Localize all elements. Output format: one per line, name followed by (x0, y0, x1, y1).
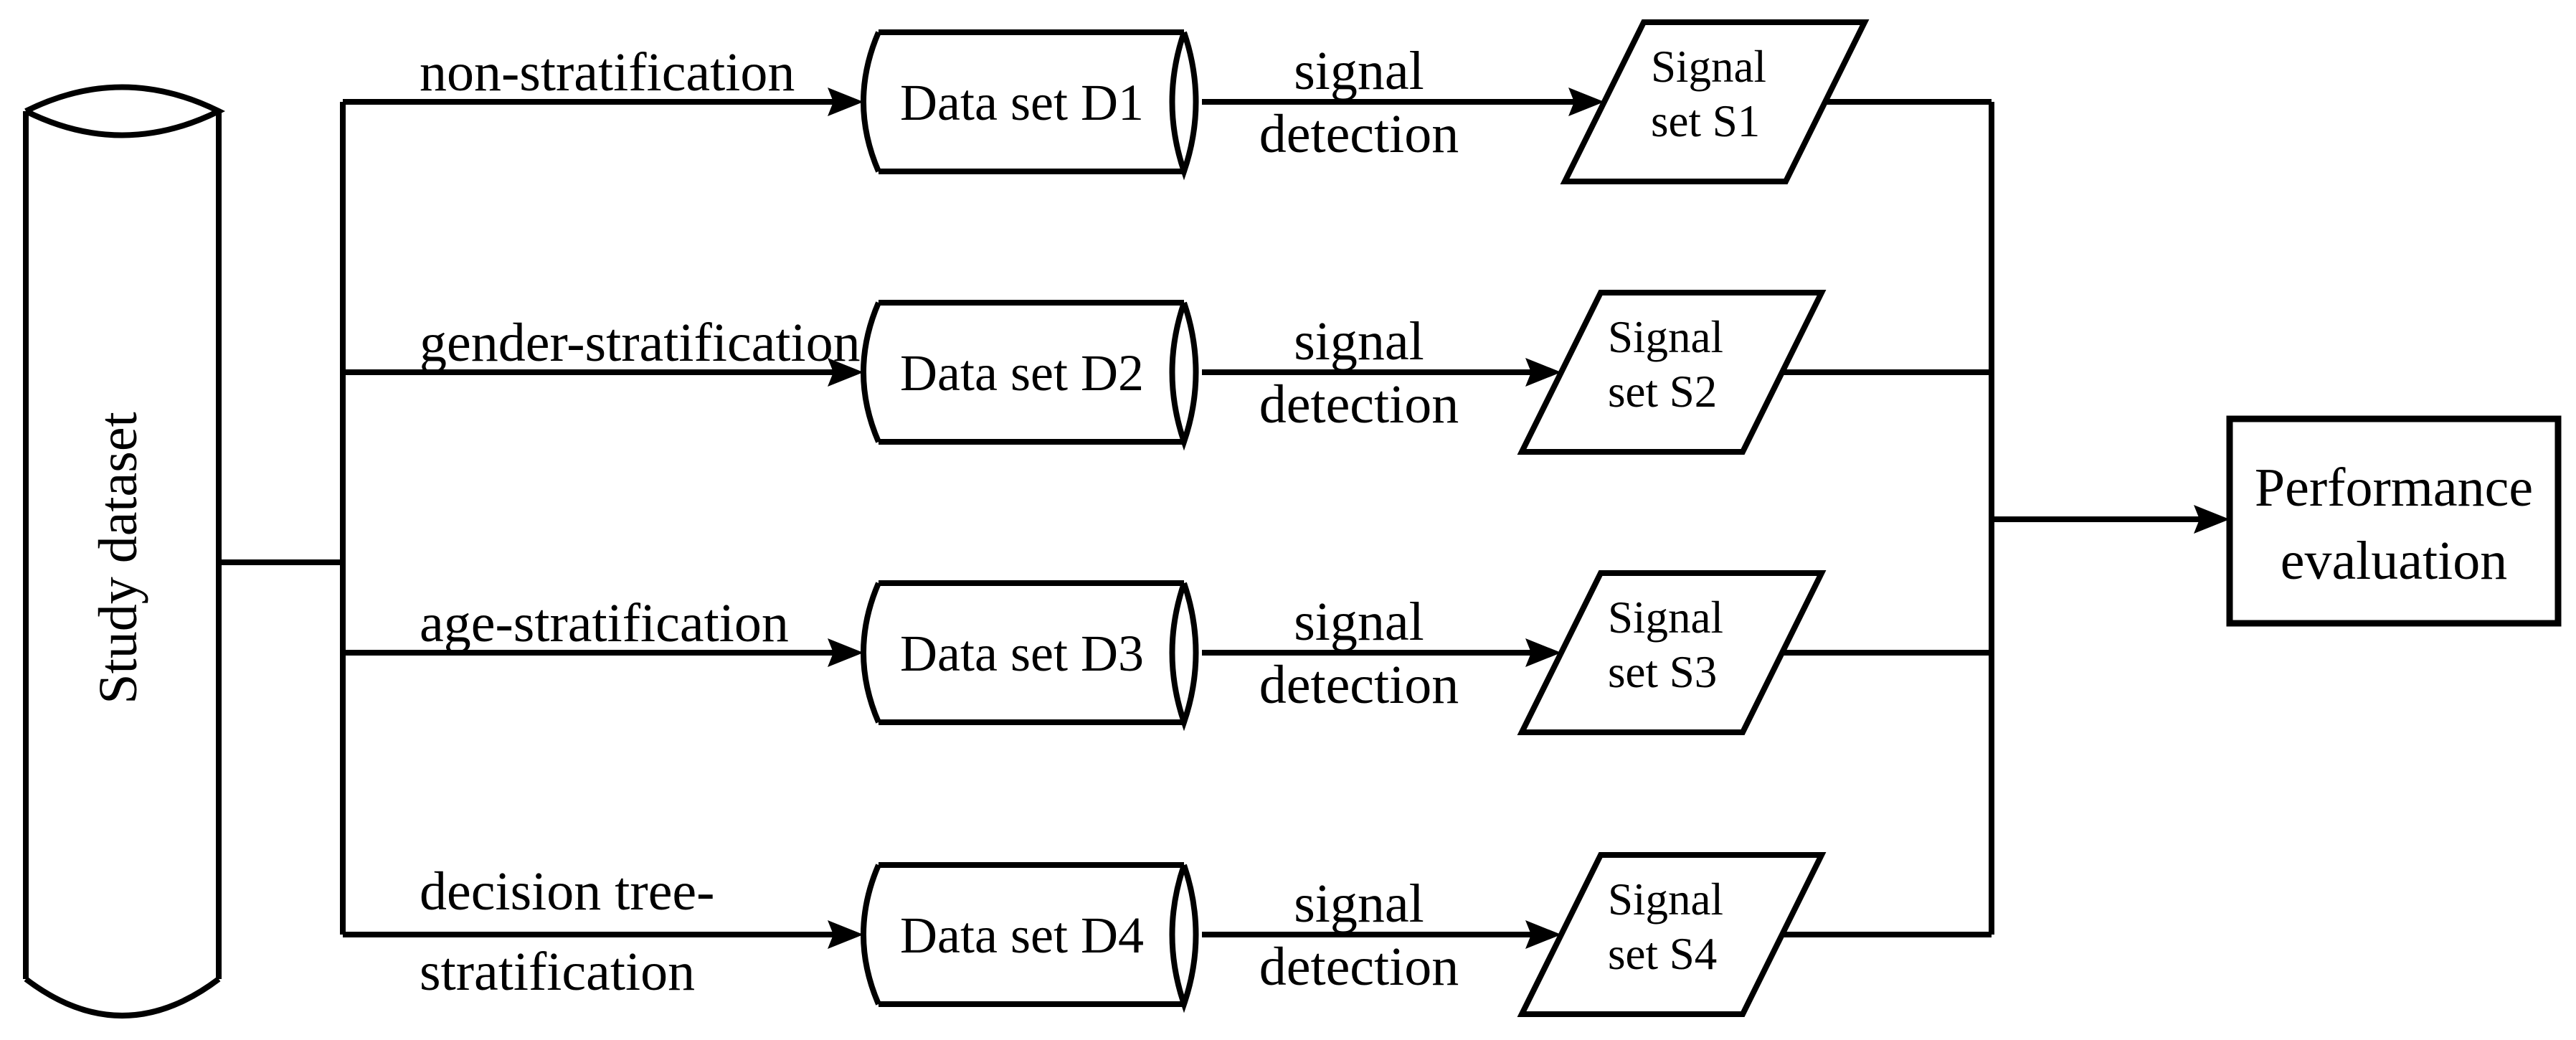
dataset-label-3: Data set D3 (900, 625, 1144, 682)
branch-label-4-line1: decision tree- (420, 861, 714, 922)
dataset-cylinder-d3: Data set D3 (861, 580, 1199, 732)
process-label-3-line2: detection (1259, 655, 1459, 715)
row-non-stratification: non-stratification Data set D1 signal de… (343, 19, 1992, 184)
process-label-4-line1: signal (1294, 874, 1424, 934)
output-label-3-line2: set S3 (1608, 647, 1717, 697)
output-label-1-line1: Signal (1651, 42, 1766, 92)
signal-set-parallelogram-s4: Signal set S4 (1517, 852, 1827, 1017)
process-label-4-line2: detection (1259, 937, 1459, 997)
process-label-2-line2: detection (1259, 374, 1459, 435)
row-gender-stratification: gender-stratification Data set D2 signal… (343, 290, 1992, 455)
sink-label-line1: Performance (2255, 458, 2533, 518)
output-label-4-line2: set S4 (1608, 929, 1717, 979)
dataset-cylinder-d1: Data set D1 (861, 29, 1199, 181)
branch-label-3: age-stratification (420, 593, 789, 653)
arrowhead-icon (828, 638, 863, 667)
arrowhead-icon (828, 920, 863, 949)
branch-label-1: non-stratification (420, 42, 795, 103)
output-label-4-line1: Signal (1608, 874, 1723, 925)
arrowhead-icon (828, 358, 863, 387)
output-label-1-line2: set S1 (1651, 96, 1760, 146)
signal-set-parallelogram-s3: Signal set S3 (1517, 570, 1827, 735)
signal-set-parallelogram-s2: Signal set S2 (1517, 290, 1827, 455)
arrowhead-icon (1525, 920, 1561, 949)
arrowhead-icon (1525, 358, 1561, 387)
output-label-2-line2: set S2 (1608, 367, 1717, 417)
process-label-3-line1: signal (1294, 592, 1424, 652)
process-label-1-line1: signal (1294, 41, 1424, 101)
dataset-label-2: Data set D2 (900, 344, 1144, 402)
study-cylinder-sides (23, 111, 222, 979)
process-label-1-line2: detection (1259, 104, 1459, 164)
study-dataset-cylinder: Study dataset (23, 84, 226, 1018)
sink-label-line2: evaluation (2281, 531, 2508, 591)
study-cylinder-bottom-arc (24, 976, 221, 1018)
arrowhead-icon (1525, 638, 1561, 667)
output-label-3-line1: Signal (1608, 592, 1723, 643)
study-dataset-label: Study dataset (88, 412, 148, 704)
row-decision-tree-stratification: decision tree- stratification Data set D… (343, 852, 1992, 1017)
branch-label-4-line2: stratification (420, 942, 695, 1002)
dataset-label-1: Data set D1 (900, 74, 1144, 131)
signal-set-parallelogram-s1: Signal set S1 (1560, 19, 1870, 184)
arrowhead-icon (2194, 505, 2230, 534)
dataset-cylinder-d4: Data set D4 (861, 862, 1199, 1013)
process-label-2-line1: signal (1294, 311, 1424, 372)
arrowhead-icon (1568, 88, 1604, 116)
row-age-stratification: age-stratification Data set D3 signal de… (343, 570, 1992, 735)
arrowhead-icon (828, 88, 863, 116)
dataset-label-4: Data set D4 (900, 907, 1144, 964)
output-label-2-line1: Signal (1608, 312, 1723, 362)
performance-evaluation-box: Performance evaluation (2226, 415, 2562, 627)
study-cylinder-top-cap (24, 84, 226, 138)
branch-label-2: gender-stratification (420, 313, 861, 373)
dataset-cylinder-d2: Data set D2 (861, 300, 1199, 451)
